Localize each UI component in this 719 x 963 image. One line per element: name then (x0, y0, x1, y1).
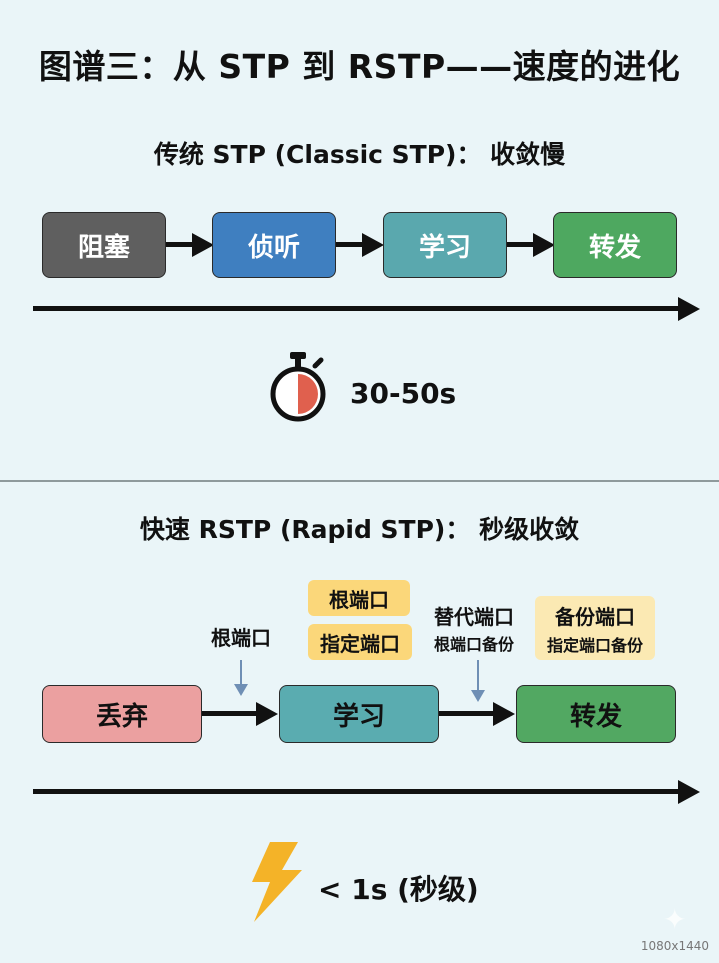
flow-arrow-line (507, 242, 537, 247)
backup-port-title: 备份端口 (555, 604, 635, 629)
root-port-label: 根端口 (211, 626, 271, 650)
alternate-port-desc: 根端口备份 (433, 635, 514, 654)
rapid-timeline-arrowhead (678, 780, 700, 804)
flow-arrow-line (439, 711, 497, 716)
flow-arrow-line (202, 711, 260, 716)
sparkle-icon: ✦ (663, 903, 687, 936)
tag-backup-port: 备份端口 指定端口备份 (535, 596, 655, 660)
flow-arrow-line (336, 242, 366, 247)
section-divider (0, 480, 719, 482)
pointer-arrow-head (234, 684, 248, 696)
lightning-icon (252, 842, 302, 922)
backup-port-desc: 指定端口备份 (546, 635, 643, 655)
flow-arrow-head (533, 233, 555, 257)
state-box-learning: 学习 (383, 212, 507, 278)
classic-stp-subtitle: 传统 STP (Classic STP)： 收敛慢 (153, 140, 566, 169)
classic-convergence-time: 30-50s (350, 377, 457, 410)
rapid-convergence-time: < 1s (秒级) (318, 873, 479, 906)
flow-arrow-head (256, 702, 278, 726)
tag-root-port: 根端口 (308, 580, 410, 616)
state-box-listening: 侦听 (212, 212, 336, 278)
page-title: 图谱三：从 STP 到 RSTP——速度的进化 (38, 47, 681, 86)
pointer-arrow-line (477, 660, 479, 692)
tag-designated-port: 指定端口 (308, 624, 412, 660)
pointer-arrow-line (240, 660, 242, 686)
alternate-port-title: 替代端口 (434, 605, 514, 629)
rapid-stp-subtitle: 快速 RSTP (Rapid STP)： 秒级收敛 (139, 515, 580, 544)
state-box-forwarding-rapid: 转发 (516, 685, 676, 743)
state-box-blocking: 阻塞 (42, 212, 166, 278)
flow-arrow-line (166, 242, 196, 247)
rapid-timeline (33, 789, 683, 794)
classic-timeline-arrowhead (678, 297, 700, 321)
stopwatch-icon (270, 352, 326, 422)
pointer-arrow-head (471, 690, 485, 702)
image-size-watermark: 1080x1440 (640, 939, 709, 953)
state-box-learning-rapid: 学习 (279, 685, 439, 743)
classic-timeline (33, 306, 683, 311)
state-box-forwarding: 转发 (553, 212, 677, 278)
state-box-discarding: 丢弃 (42, 685, 202, 743)
flow-arrow-head (493, 702, 515, 726)
flow-arrow-head (362, 233, 384, 257)
flow-arrow-head (192, 233, 214, 257)
